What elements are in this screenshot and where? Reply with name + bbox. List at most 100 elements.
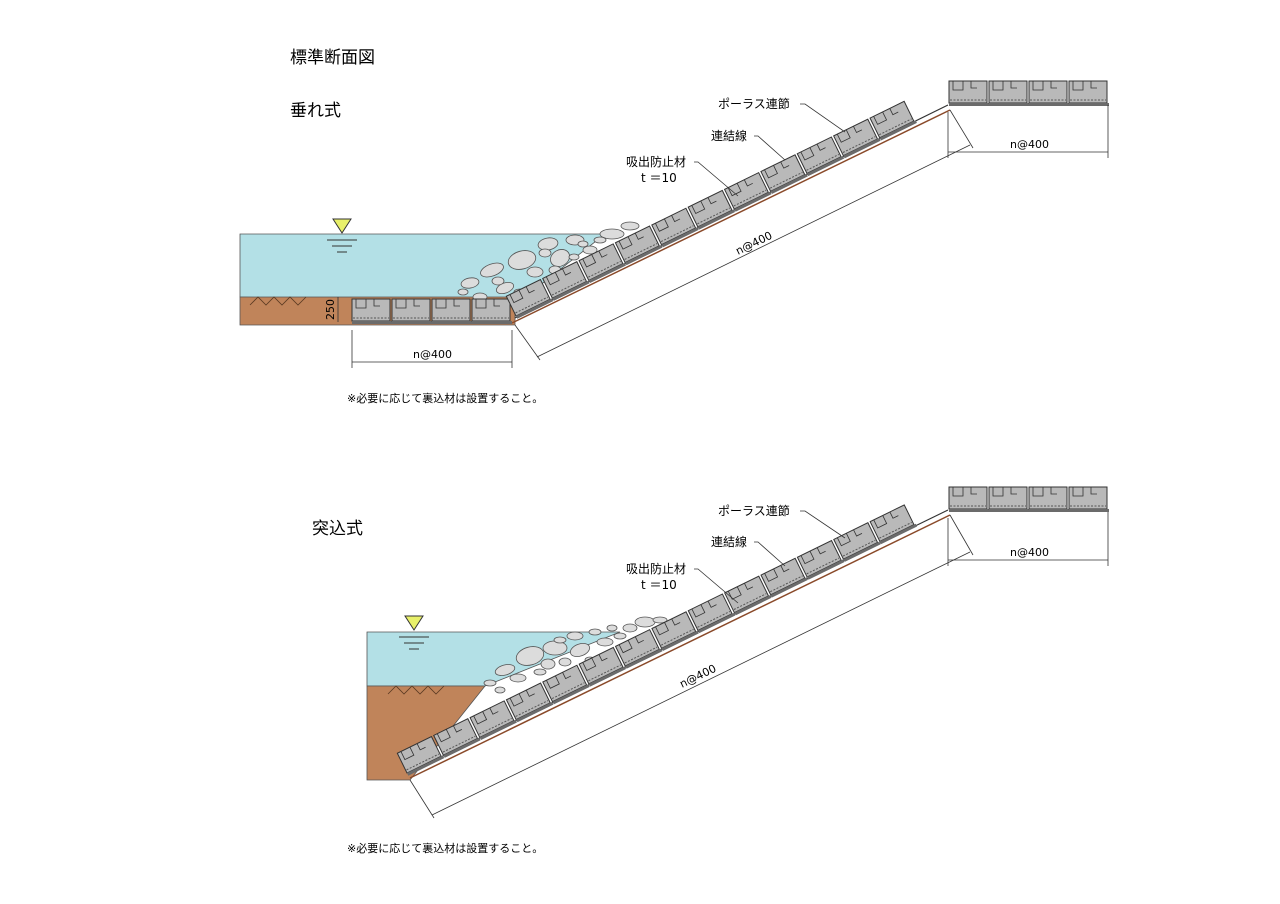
suction-prevention-layer [516,701,554,723]
suction-prevention-layer [770,577,808,598]
suction-prevention-layer [661,227,699,248]
suction-prevention-layer [479,719,517,741]
crest-blocks [948,80,1109,106]
block-notch [493,299,500,307]
crest-blocks [948,486,1109,512]
block-notch [727,183,742,197]
porous-block [760,154,808,194]
label-thickness: t ＝10 [641,171,677,185]
suction-prevention-layer [407,755,445,776]
block-notch [836,129,851,143]
block-notch [1032,487,1044,497]
porous-block [396,735,445,776]
block-notch [395,299,407,309]
porous-block [1068,80,1109,106]
rock [652,616,668,624]
block-notch [618,640,633,654]
slope-dimension-line [514,109,974,361]
suction-prevention-layer [1069,103,1109,106]
block-notch [634,232,644,240]
rock [606,624,618,632]
block-notch [416,743,426,751]
suction-prevention-layer [432,321,472,324]
suction-prevention-layer [697,612,736,634]
suction-prevention-layer [443,737,481,758]
rock [483,679,497,687]
block-notch [873,111,888,125]
block-notch [355,299,367,309]
block-body [651,207,697,246]
block-notch [475,299,487,309]
rock [588,628,602,636]
suction-prevention-layer [734,595,772,616]
block-body [832,118,879,157]
porous-block [469,700,517,741]
suction-prevention-layer [625,244,663,266]
block-notch [453,299,460,307]
rock [494,664,516,676]
slope-dimension-line [409,514,974,819]
rock [569,643,591,657]
label-thickness: t ＝10 [641,578,677,592]
porous-block [391,298,432,324]
rock [593,236,607,244]
block-notch [1050,487,1057,495]
block-notch [691,200,706,215]
block-notch [744,583,754,591]
block-notch [545,272,560,286]
rock [457,288,469,296]
block-notch [764,165,778,179]
block-notch [413,299,420,307]
block-notch [970,487,977,495]
porous-block [869,100,917,141]
block-notch [727,586,742,600]
porous-block [723,575,772,616]
rock [533,668,547,676]
crest-dimension: n@400 [1010,138,1049,151]
suction-prevention-layer [949,103,989,106]
block-notch [780,565,790,573]
block-notch [1072,487,1084,497]
connecting-wire [551,278,585,296]
rock [566,631,584,641]
rock [509,673,527,683]
rock-fill [457,221,640,302]
section-note: ※必要に応じて裏込材は設置すること。 [347,391,543,405]
suction-prevention-layer [843,138,881,159]
porous-block [760,557,808,598]
porous-block [948,80,989,106]
suction-prevention-layer [661,630,699,651]
suction-prevention-layer [1069,509,1109,512]
suction-prevention-layer [472,321,512,324]
block-notch [816,547,826,555]
rock [515,646,545,666]
label-connecting-wire: 連結線 [711,128,747,143]
crest-dimension: n@400 [1010,546,1049,559]
rock [582,245,598,255]
water-level-mark [399,615,429,650]
block-body [796,136,842,175]
rock [460,277,480,289]
section-tsukkomi: 突込式 n@400 n@400 ポーラス連節 [312,486,1109,855]
block-notch [853,126,863,134]
block-notch [453,725,463,733]
slope-blocks [396,504,918,776]
suction-prevention-layer [588,666,627,687]
block-notch [509,289,524,304]
porous-block [833,522,881,562]
toe-dimension-line [351,330,513,368]
porous-block [614,628,663,669]
ground-hatching [387,685,445,695]
suction-prevention-layer [552,684,590,705]
slope-dimension: n@400 [678,662,719,691]
rock [568,253,580,261]
block-notch [436,729,451,743]
block-notch [582,254,597,268]
porous-block [578,243,626,284]
block-notch [598,250,608,258]
porous-block [505,682,554,723]
suction-prevention-layer [843,541,881,562]
depth-dimension: 250 [324,299,337,320]
block-notch [743,179,753,187]
block-notch [800,550,815,565]
